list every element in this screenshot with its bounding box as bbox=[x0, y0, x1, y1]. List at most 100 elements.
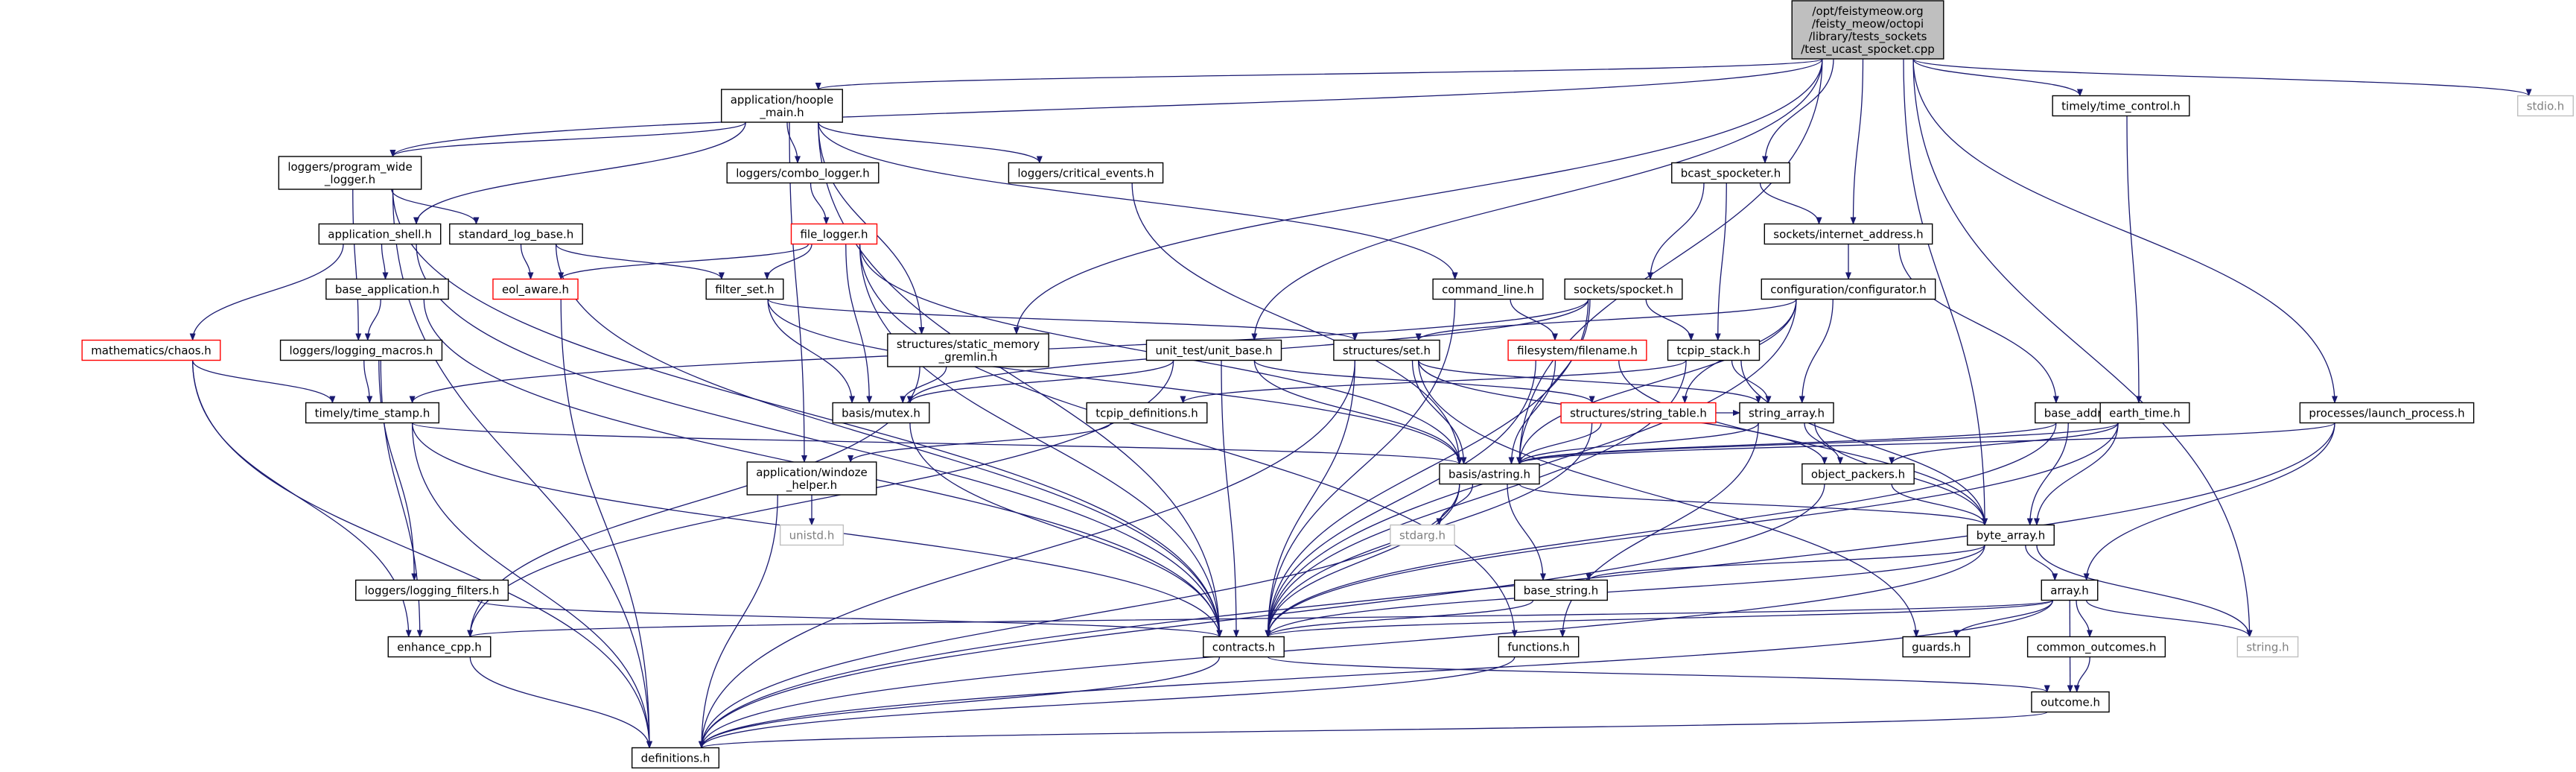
node-static-memory-gremlin[interactable]: structures/static_memory_gremlin.h bbox=[887, 333, 1049, 367]
node-standard-log-base[interactable]: standard_log_base.h bbox=[449, 223, 583, 245]
node-bcast-spocketer[interactable]: bcast_spocketer.h bbox=[1671, 162, 1790, 184]
node-basis-mutex[interactable]: basis/mutex.h bbox=[832, 402, 930, 424]
edge bbox=[352, 189, 362, 341]
edge bbox=[192, 360, 336, 404]
edge-launch-process-to-basis-astring bbox=[1516, 422, 2335, 465]
node-common-outcomes[interactable]: common_outcomes.h bbox=[2026, 636, 2166, 658]
node-string-table[interactable]: structures/string_table.h bbox=[1560, 402, 1717, 424]
edge-base-address-to-byte-array bbox=[2026, 423, 2069, 526]
node-box bbox=[318, 223, 442, 245]
node-logging-filters[interactable]: loggers/logging_filters.h bbox=[354, 579, 509, 601]
node-label: timely/time_stamp.h bbox=[315, 407, 430, 421]
edge bbox=[2083, 423, 2335, 581]
node-string-h[interactable]: string.h bbox=[2236, 636, 2299, 658]
edge bbox=[767, 299, 856, 404]
node-time-control[interactable]: timely/time_control.h bbox=[2052, 95, 2190, 117]
node-sockets-spocket[interactable]: sockets/spocket.h bbox=[1564, 278, 1683, 300]
node-box bbox=[1145, 339, 1282, 361]
node-label: loggers/logging_macros.h bbox=[290, 344, 433, 358]
node-program-wide-logger[interactable]: loggers/program_wide_logger.h bbox=[278, 156, 422, 190]
edge-structures-set-to-string-array bbox=[1417, 360, 1762, 404]
node-launch-process[interactable]: processes/launch_process.h bbox=[2299, 402, 2475, 424]
edge-time-stamp-to-definitions bbox=[411, 423, 652, 749]
edge bbox=[1411, 360, 1467, 465]
node-time-stamp[interactable]: timely/time_stamp.h bbox=[305, 402, 440, 424]
edge-bcast-spocketer-to-internet-address bbox=[1759, 183, 1822, 225]
node-unistd[interactable]: unistd.h bbox=[779, 524, 845, 546]
node-stdarg[interactable]: stdarg.h bbox=[1390, 524, 1455, 546]
node-label: byte_array.h bbox=[1976, 529, 2045, 543]
edge-root-to-time-control bbox=[1912, 58, 2083, 97]
node-windoze-helper[interactable]: application/windoze_helper.h bbox=[746, 461, 877, 496]
node-byte-array[interactable]: byte_array.h bbox=[1967, 524, 2055, 546]
node-filter-set[interactable]: filter_set.h bbox=[705, 278, 784, 300]
edge-root-to-program-wide-logger bbox=[389, 58, 1823, 157]
node-box bbox=[2099, 402, 2190, 424]
node-chaos[interactable]: mathematics/chaos.h bbox=[81, 339, 221, 361]
node-label: basis/mutex.h bbox=[842, 407, 920, 420]
node-internet-address[interactable]: sockets/internet_address.h bbox=[1764, 223, 1933, 245]
node-box bbox=[1432, 278, 1544, 300]
edge bbox=[1889, 423, 2119, 465]
edge bbox=[1516, 422, 2335, 465]
node-file-logger[interactable]: file_logger.h bbox=[790, 223, 878, 245]
node-earth-time[interactable]: earth_time.h bbox=[2099, 402, 2190, 424]
edge bbox=[1516, 58, 1823, 465]
edge bbox=[1131, 183, 1463, 465]
node-tcpip-definitions[interactable]: tcpip_definitions.h bbox=[1086, 402, 1208, 424]
node-application-shell[interactable]: application_shell.h bbox=[318, 223, 442, 245]
edge bbox=[1912, 58, 2338, 404]
node-contracts[interactable]: contracts.h bbox=[1203, 636, 1285, 658]
edge bbox=[1912, 58, 2083, 97]
node-label: array.h bbox=[2050, 584, 2088, 598]
node-eol-aware[interactable]: eol_aware.h bbox=[492, 278, 579, 300]
edge bbox=[764, 244, 812, 280]
node-label: stdio.h bbox=[2527, 100, 2565, 113]
edge-filter-set-to-structures-set bbox=[767, 298, 1358, 341]
node-stdio[interactable]: stdio.h bbox=[2517, 95, 2574, 117]
node-box bbox=[1564, 278, 1683, 300]
edge bbox=[468, 599, 2054, 638]
edge-program-wide-logger-to-logging-macros bbox=[352, 189, 362, 341]
node-combo-logger[interactable]: loggers/combo_logger.h bbox=[726, 162, 880, 184]
node-enhance-cpp[interactable]: enhance_cpp.h bbox=[387, 636, 492, 658]
node-guards[interactable]: guards.h bbox=[1902, 636, 1971, 658]
node-string-array[interactable]: string_array.h bbox=[1739, 402, 1834, 424]
edge-array-to-definitions bbox=[699, 600, 2054, 749]
node-filesystem-filename[interactable]: filesystem/filename.h bbox=[1507, 339, 1647, 361]
node-definitions[interactable]: definitions.h bbox=[631, 747, 720, 769]
edge-contracts-to-definitions bbox=[699, 656, 1221, 749]
edge bbox=[1898, 244, 2059, 404]
edge-file-logger-to-filter-set bbox=[764, 244, 812, 280]
edge-unit-base-to-enhance-cpp bbox=[467, 360, 1174, 638]
node-object-packers[interactable]: object_packers.h bbox=[1801, 463, 1915, 485]
edge-standard-log-base-to-eol-aware bbox=[520, 244, 534, 280]
edge bbox=[416, 244, 1223, 638]
edge bbox=[477, 599, 1223, 638]
node-critical-events[interactable]: loggers/critical_events.h bbox=[1008, 162, 1164, 184]
edge bbox=[699, 711, 2048, 749]
node-hoople-main[interactable]: application/hoople_main.h bbox=[721, 89, 843, 123]
node-structures-set[interactable]: structures/set.h bbox=[1333, 339, 1440, 361]
node-root[interactable]: /opt/feistymeow.org/feisty_meow/octopi/l… bbox=[1791, 0, 1944, 60]
edge bbox=[1516, 423, 1602, 465]
node-functions[interactable]: functions.h bbox=[1498, 636, 1580, 658]
edge bbox=[1265, 423, 2057, 638]
node-command-line[interactable]: command_line.h bbox=[1432, 278, 1544, 300]
node-base-application[interactable]: base_application.h bbox=[325, 278, 449, 300]
edge bbox=[1586, 544, 1985, 581]
node-logging-macros[interactable]: loggers/logging_macros.h bbox=[279, 339, 443, 361]
edge bbox=[2076, 600, 2093, 638]
node-unit-base[interactable]: unit_test/unit_base.h bbox=[1145, 339, 1282, 361]
edge-standard-log-base-to-contracts bbox=[555, 244, 1223, 638]
node-outcome[interactable]: outcome.h bbox=[2031, 691, 2110, 713]
node-basis-astring[interactable]: basis/astring.h bbox=[1439, 463, 1540, 485]
node-label: bcast_spocketer.h bbox=[1681, 167, 1781, 181]
node-base-string[interactable]: base_string.h bbox=[1514, 579, 1608, 601]
node-box bbox=[279, 339, 443, 361]
edge bbox=[1516, 422, 2119, 465]
node-tcpip-stack[interactable]: tcpip_stack.h bbox=[1667, 339, 1761, 361]
node-array[interactable]: array.h bbox=[2041, 579, 2099, 601]
node-box bbox=[1507, 339, 1647, 361]
node-configurator[interactable]: configuration/configurator.h bbox=[1761, 278, 1936, 300]
